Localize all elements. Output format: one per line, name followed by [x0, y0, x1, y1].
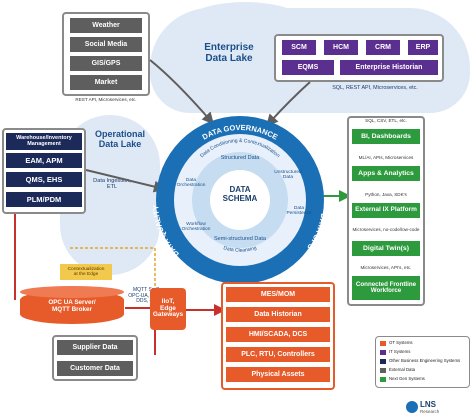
legend-swatch [380, 359, 386, 364]
hub-ring-label: Data Persistence [286, 206, 312, 216]
legend-swatch [380, 350, 386, 355]
external-item: GIS/GPS [70, 56, 142, 71]
nextgen-caption: Microservices, API's, etc. [360, 265, 412, 270]
ot-system: Data Historian [226, 307, 330, 322]
hub-inner-label: Semi-structured Data [214, 236, 266, 242]
hub-center [210, 170, 270, 230]
it-system: HCM [324, 40, 358, 55]
other-eng-system: Warehouse/Inventory Management [6, 133, 82, 150]
legend-panel [375, 336, 470, 388]
hub-ring-label: Unstructured Data [274, 170, 302, 180]
operational-title: Operational Data Lake [94, 129, 145, 149]
hub-ring-label: Data Cleansing [223, 245, 258, 254]
external-connector [149, 59, 214, 125]
it-system: SCM [282, 40, 316, 55]
legend-swatch [380, 341, 386, 346]
supplier-item: Supplier Data [57, 340, 133, 355]
hub-ring-label: Workflow Orchestration [181, 222, 211, 232]
other-eng-system: PLM/PDM [6, 192, 82, 207]
ot-system: HMI/SCADA, DCS [226, 327, 330, 342]
brand-name: LNS [420, 400, 436, 409]
enterprise-title: Enterprise Data Lake [204, 42, 254, 64]
external-item: Social Media [70, 37, 142, 52]
it-system: Enterprise Historian [340, 60, 438, 75]
broker-label: OPC UA Server/ MQTT Broker [48, 299, 96, 313]
enterprise-caption: SQL, REST API, Microservices, etc. [332, 85, 418, 91]
legend-swatch [380, 377, 386, 382]
it-system: EQMS [282, 60, 334, 75]
enterprise-connector [265, 81, 311, 127]
contextualization-badge: Contextualization at the Edge [60, 264, 112, 280]
legend-label: External Data [389, 367, 416, 372]
nextgen-caption: SQL, CSV, ETL, etc. [365, 118, 407, 123]
operational-connector [85, 169, 166, 193]
ingestion-caption: Data Ingestion, ETL [93, 178, 131, 191]
external-item: Market [70, 75, 142, 90]
other-eng-system: QMS, EHS [6, 172, 82, 187]
external-caption: REST API, Microservices, etc. [75, 97, 137, 102]
legend-label: IT Systems [389, 349, 411, 354]
ot-system: Physical Assets [226, 367, 330, 382]
hub-inner-label: Structured Data [220, 155, 260, 161]
legend-label: Next Gen Systems [389, 376, 425, 381]
it-system: CRM [366, 40, 400, 55]
broker-cylinder-top [20, 286, 124, 298]
brand-logo-icon [406, 401, 418, 413]
nextgen-system: Digital Twin(s) [352, 241, 420, 256]
hub-ring-label: Data Orchestration [176, 178, 206, 188]
legend-swatch [380, 368, 386, 373]
nextgen-system: External IX Platform [352, 203, 420, 218]
legend-label: Other Business Engineering Systems [389, 358, 461, 363]
legend-label: OT Systems [389, 340, 413, 345]
ot-system: PLC, RTU, Controllers [226, 347, 330, 362]
brand-sub: Research [420, 409, 440, 414]
hub-center-label: DATA SCHEMA [222, 185, 258, 203]
nextgen-caption: Microservices, no-code/low-code [352, 227, 420, 232]
ot-system: MES/MOM [226, 287, 330, 302]
nextgen-caption: ML/AI, APIs, Microservices [358, 155, 414, 160]
contextualization-dashed [70, 247, 156, 290]
supplier-item: Customer Data [57, 361, 133, 376]
gateways-box: IIoT, Edge Gateways [150, 288, 186, 330]
nextgen-system: Apps & Analytics [352, 166, 420, 181]
nextgen-caption: Python, Java, SDK's [365, 192, 407, 197]
nextgen-system: BI, Dashboards [352, 129, 420, 144]
nextgen-system: Connected Frontline Workforce [352, 276, 420, 300]
external-item: Weather [70, 18, 142, 33]
it-system: ERP [408, 40, 438, 55]
other-eng-system: EAM, APM [6, 153, 82, 168]
